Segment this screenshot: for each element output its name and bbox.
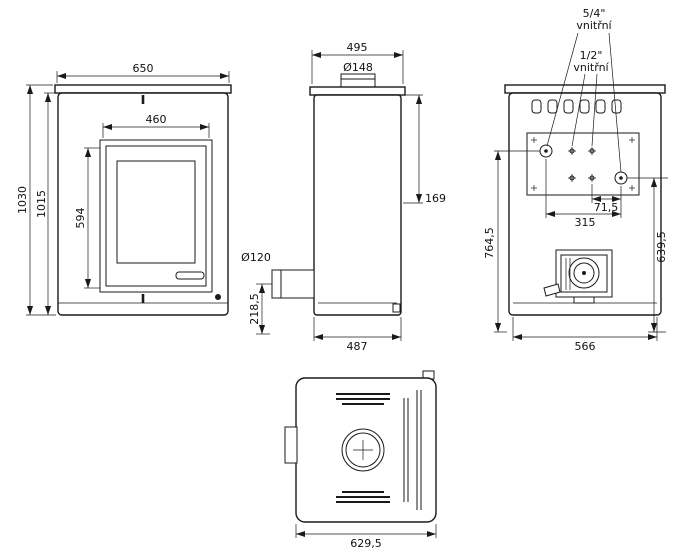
- dim-front-body-height: 1015: [35, 92, 56, 315]
- back-vent-slots: [531, 99, 622, 114]
- dim-front-total-height-text: 1030: [16, 186, 29, 214]
- label-flue-diameter: Ø148: [343, 61, 373, 74]
- label-fitting-small-size: 1/2": [580, 49, 603, 62]
- dim-side-outlet-height: 218,5: [248, 283, 272, 335]
- back-flue-box-foot: [573, 296, 595, 304]
- dim-back-right-fitting-height-text: 639,5: [655, 231, 668, 263]
- front-door-handle: [175, 271, 205, 280]
- dim-back-fitting-span-text: 315: [575, 216, 596, 229]
- top-groove-lines: [336, 393, 390, 503]
- dim-back-base-width-text: 566: [575, 340, 596, 353]
- front-top-plate: [54, 84, 232, 94]
- back-view: 5/4" vnitřní 1/2" vnitřní 71,5 315: [483, 7, 668, 353]
- dim-back-base-width: 566: [512, 317, 658, 353]
- dim-front-glass-height: 594: [74, 147, 100, 289]
- label-fitting-large-note: vnitřní: [576, 19, 612, 32]
- dim-back-right-fitting-height: 639,5: [627, 177, 668, 333]
- back-leader-lines: [546, 32, 622, 173]
- dim-top-overall-depth: 629,5: [295, 524, 437, 550]
- back-flue-box: [543, 249, 613, 304]
- top-outlet-notch: [284, 426, 298, 464]
- label-fitting-small-note: vnitřní: [573, 61, 609, 74]
- dim-back-fitting-span: 315: [545, 159, 622, 229]
- dim-front-total-height: 1030: [16, 84, 56, 316]
- dim-side-depth-text: 495: [347, 41, 368, 54]
- back-top-plate: [504, 84, 666, 94]
- back-cleanout-handle: [543, 283, 561, 297]
- dim-front-body-height-text: 1015: [35, 190, 48, 218]
- dim-back-left-fitting-height: 764,5: [483, 150, 540, 333]
- front-view: 650 1030 1015 460 594: [16, 62, 232, 316]
- dim-side-base-depth: 487: [313, 317, 402, 353]
- dim-front-door-width: 460: [102, 113, 210, 138]
- side-view: 495 Ø148 169 Ø120 218,5 487: [241, 41, 446, 353]
- back-exchanger-panel: [526, 132, 640, 196]
- back-fittings-small: [568, 147, 596, 182]
- dim-front-door-width-text: 460: [146, 113, 167, 126]
- label-fitting-small: 1/2" vnitřní: [573, 49, 609, 74]
- dim-front-width-text: 650: [133, 62, 154, 75]
- dim-side-flue-offset: 169: [403, 94, 446, 205]
- side-top-plate: [309, 86, 406, 96]
- dim-back-fitting-offset: 71,5: [591, 184, 622, 214]
- label-outlet-diameter: Ø120: [241, 251, 271, 264]
- side-body: [313, 94, 402, 316]
- side-foot: [392, 303, 401, 313]
- back-flue-outlet: [568, 257, 600, 289]
- side-flue-collar: [340, 73, 376, 88]
- top-view: 629,5: [284, 370, 437, 550]
- back-panel-corner-marks: [531, 137, 635, 191]
- dim-front-glass-height-text: 594: [74, 208, 87, 229]
- dim-side-depth: 495: [311, 41, 404, 84]
- dim-side-flue-offset-text: 169: [425, 192, 446, 205]
- label-fitting-large-size: 5/4": [583, 7, 606, 20]
- dim-side-base-depth-text: 487: [347, 340, 368, 353]
- dim-top-overall-depth-text: 629,5: [350, 537, 382, 550]
- dim-back-left-fitting-height-text: 764,5: [483, 227, 496, 259]
- dim-back-fitting-offset-text: 71,5: [594, 201, 619, 214]
- front-door-glass: [116, 160, 196, 264]
- top-door-edge-lines: [403, 390, 422, 510]
- front-hinge-dot: [215, 294, 221, 300]
- dim-side-outlet-height-text: 218,5: [248, 293, 261, 325]
- dim-front-width: 650: [56, 62, 230, 83]
- label-fitting-large: 5/4" vnitřní: [576, 7, 612, 32]
- front-door-frame: [105, 145, 207, 287]
- side-boiler-outlet-pipe: [271, 269, 315, 299]
